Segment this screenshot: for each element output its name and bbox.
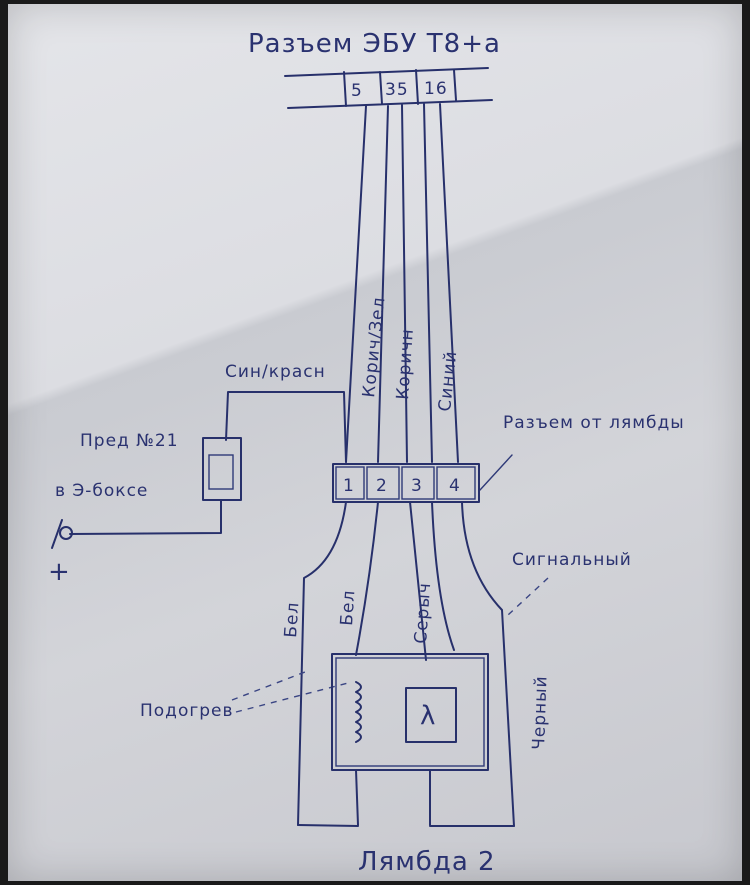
relay-wire [225, 391, 347, 463]
relay-label-line2: в Э-боксе [55, 481, 148, 501]
wire-label-bel-2: Бел [337, 589, 359, 626]
heater-coil-icon [355, 681, 362, 743]
wire-label-bel-1: Бел [281, 601, 303, 638]
sensor-caption: Лямбда 2 [358, 847, 496, 877]
paper-sheet [8, 4, 742, 881]
wire-pin16-right [439, 103, 459, 463]
fuse-element [208, 454, 234, 490]
wire-pin5-left [345, 105, 367, 463]
harness-outline-left [297, 501, 347, 826]
wire-label-korichn: Коричн [393, 328, 418, 401]
signal-wire-label: Сигнальный [512, 550, 632, 570]
lambda-pin-3: 3 [411, 476, 423, 496]
lambda-element-box [405, 687, 457, 743]
lambda-pin-4: 4 [449, 476, 461, 496]
sensor-body-outer [331, 653, 489, 771]
heater-label: Подогрев [140, 701, 234, 721]
wire-heater-inner [355, 501, 379, 826]
relay-wire-label: Син/красн [225, 362, 326, 382]
wire-label-korich-zel: Корич/Зел [359, 296, 389, 399]
wire-label-siniy: Синий [435, 350, 461, 413]
lambda-connector-leader [479, 454, 513, 491]
ecu-connector-title: Разъем ЭБУ Т8+а [248, 29, 501, 59]
wire-pin16-left [423, 103, 433, 463]
lambda-connector-cell-3 [401, 466, 435, 500]
lambda-connector-cell-2 [366, 466, 400, 500]
wire-pin5-right [377, 105, 389, 463]
ecu-pin-5: 5 [351, 81, 363, 101]
plus-terminal: + [48, 557, 71, 587]
lambda-pin-1: 1 [343, 476, 355, 496]
heater-leader [231, 671, 353, 713]
wire-pin35 [401, 104, 408, 463]
wire-signal-left [409, 501, 431, 826]
terminal-circle [59, 526, 73, 540]
ecu-pin-16: 16 [424, 79, 448, 99]
sensor-body-inner [335, 657, 485, 767]
lambda-pin-2: 2 [376, 476, 388, 496]
lambda-connector-label: Разъем от лямбды [503, 413, 685, 433]
fuse-ground-wire [69, 499, 222, 535]
lambda-connector-body [332, 463, 480, 503]
lambda-connector-cell-1 [335, 466, 365, 500]
ecu-pin-35: 35 [385, 80, 409, 100]
ecu-connector-top-edge [284, 67, 489, 77]
lambda-connector-cell-4 [436, 466, 476, 500]
signal-leader [507, 577, 549, 616]
lambda-symbol: λ [420, 701, 436, 731]
wire-label-cherniy: Черный [529, 675, 552, 750]
harness-bottom-edge [297, 824, 515, 827]
wire-label-seryi: Серыч [411, 582, 435, 645]
terminal-slash [51, 519, 63, 549]
harness-outline-right [461, 501, 515, 827]
wire-signal-right [431, 501, 455, 651]
ecu-connector-pin-dividers [343, 69, 457, 107]
ecu-connector-bottom-edge [287, 99, 493, 109]
relay-label-line1: Пред №21 [80, 431, 179, 451]
